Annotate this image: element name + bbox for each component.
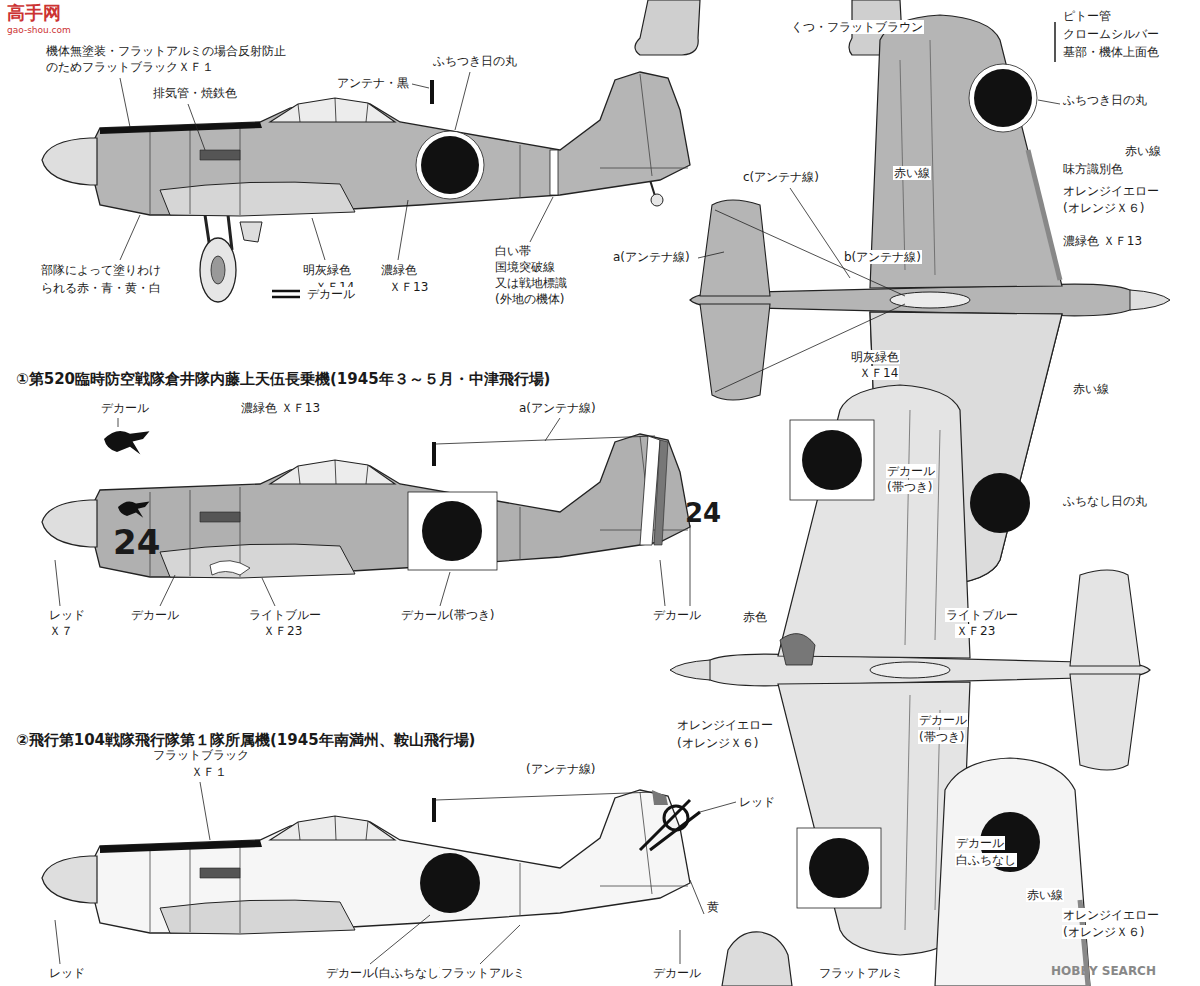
callout-label: ＸＦ14	[858, 366, 899, 380]
callout-label: オレンジイエロー	[1062, 184, 1160, 198]
callout-label: HOBBY SEARCH	[1050, 964, 1157, 978]
section-heading: 24	[684, 498, 722, 529]
callout-label: 赤い線	[893, 166, 931, 180]
callout-label: デカール	[652, 608, 702, 622]
callout-label: レッド	[48, 608, 86, 622]
callout-label: 濃緑色 ＸＦ13	[240, 401, 321, 415]
callout-label: クロームシルバー	[1062, 27, 1160, 41]
callout-label: a(アンテナ線)	[612, 250, 691, 264]
callout-label: オレンジイエロー	[1062, 908, 1160, 922]
callout-label: 味方識別色	[1062, 162, 1124, 176]
section-heading: ②飛行第104戦隊飛行隊第１隊所属機(1945年南満州、鞍山飛行場)	[15, 731, 476, 749]
side-view-plane	[42, 790, 700, 934]
section-heading: ①第520臨時防空戦隊倉井隊内藤上天伍長乗機(1945年３～５月・中津飛行場)	[15, 370, 551, 388]
callout-label: 機体無塗装・フラットアルミの場合反射防止	[45, 44, 287, 58]
callout-label: 赤い線	[1072, 382, 1110, 396]
callout-label: 黄	[706, 900, 720, 914]
callout-label: 赤い線	[1026, 888, 1064, 902]
callout-label: (オレンジＸ６)	[1062, 201, 1145, 215]
callout-label: られる赤・青・黄・白	[40, 281, 162, 295]
section-heading: 高手网	[6, 2, 62, 24]
callout-label: ＸＦ13	[388, 280, 429, 294]
callout-label: デカール	[130, 608, 180, 622]
callout-label: ふちなし日の丸	[1062, 494, 1148, 508]
callout-label: 部隊によって塗りわけ	[40, 263, 162, 277]
callout-label: 赤色	[742, 610, 768, 624]
callout-label: ふちつき日の丸	[432, 54, 518, 68]
callout-label: レッド	[48, 966, 86, 980]
callout-label: (オレンジＸ６)	[1062, 925, 1145, 939]
callout-label: デカール	[886, 464, 936, 478]
callout-label: レッド	[738, 795, 776, 809]
callout-label: 又は戦地標識	[494, 276, 568, 290]
callout-label: デカール	[100, 401, 150, 415]
callout-label: フラットアルミ	[440, 966, 526, 980]
callout-label: ピトー管	[1062, 9, 1112, 23]
callout-label: 白い帯	[494, 244, 532, 258]
callout-label: a(アンテナ線)	[518, 401, 597, 415]
callout-label: ライトブルー	[945, 608, 1019, 622]
partial-wing	[722, 758, 1090, 986]
callout-label: gao-shou.com	[6, 25, 72, 36]
callout-label: 白ふちなし	[955, 853, 1017, 867]
callout-label: 濃緑色 ＸＦ13	[1062, 234, 1143, 248]
callout-label: フラットブラック	[152, 748, 250, 762]
callout-label: b(アンテナ線)	[843, 250, 922, 264]
callout-label: 明灰緑色	[850, 350, 900, 364]
callout-label: c(アンテナ線)	[742, 170, 820, 184]
callout-label: デカール(白ふちなし)	[325, 966, 444, 980]
callout-label: ＸＦ23	[262, 624, 303, 638]
callout-label: 基部・機体上面色	[1062, 45, 1160, 59]
callout-label: (外地の機体)	[494, 292, 565, 306]
callout-label: デカール(帯つき)	[400, 608, 495, 622]
side-view-plane	[42, 431, 690, 578]
callout-label: 濃緑色	[380, 263, 418, 277]
callout-label: オレンジイエロー	[676, 718, 774, 732]
callout-label: (アンテナ線)	[525, 762, 596, 776]
callout-label: 排気管・焼鉄色	[152, 86, 238, 100]
leader-line	[55, 72, 1060, 964]
callout-label: ＸＦ23	[955, 624, 996, 638]
callout-label: 国境突破線	[494, 260, 556, 274]
callout-label: (オレンジＸ６)	[676, 736, 759, 750]
callout-label: デカール	[652, 966, 702, 980]
callout-label: デカール	[306, 287, 356, 301]
callout-label: くつ・フラットブラウン	[790, 20, 924, 34]
callout-label: 赤い線	[1124, 144, 1162, 158]
callout-label: (帯つき)	[918, 730, 965, 744]
callout-label: 明灰緑色	[302, 263, 352, 277]
callout-label: アンテナ・黒	[336, 76, 410, 90]
callout-label: ライトブルー	[248, 608, 322, 622]
callout-label: のためフラットブラックＸＦ１	[45, 60, 215, 74]
callout-label: デカール	[918, 713, 968, 727]
section-heading: 24	[112, 522, 161, 563]
callout-label: Ｘ７	[48, 624, 74, 638]
callout-label: デカール	[955, 836, 1005, 850]
callout-label: (帯つき)	[886, 480, 933, 494]
callout-label: ＸＦ１	[190, 765, 228, 779]
callout-label: ふちつき日の丸	[1062, 93, 1148, 107]
callout-label: フラットアルミ	[818, 966, 904, 980]
